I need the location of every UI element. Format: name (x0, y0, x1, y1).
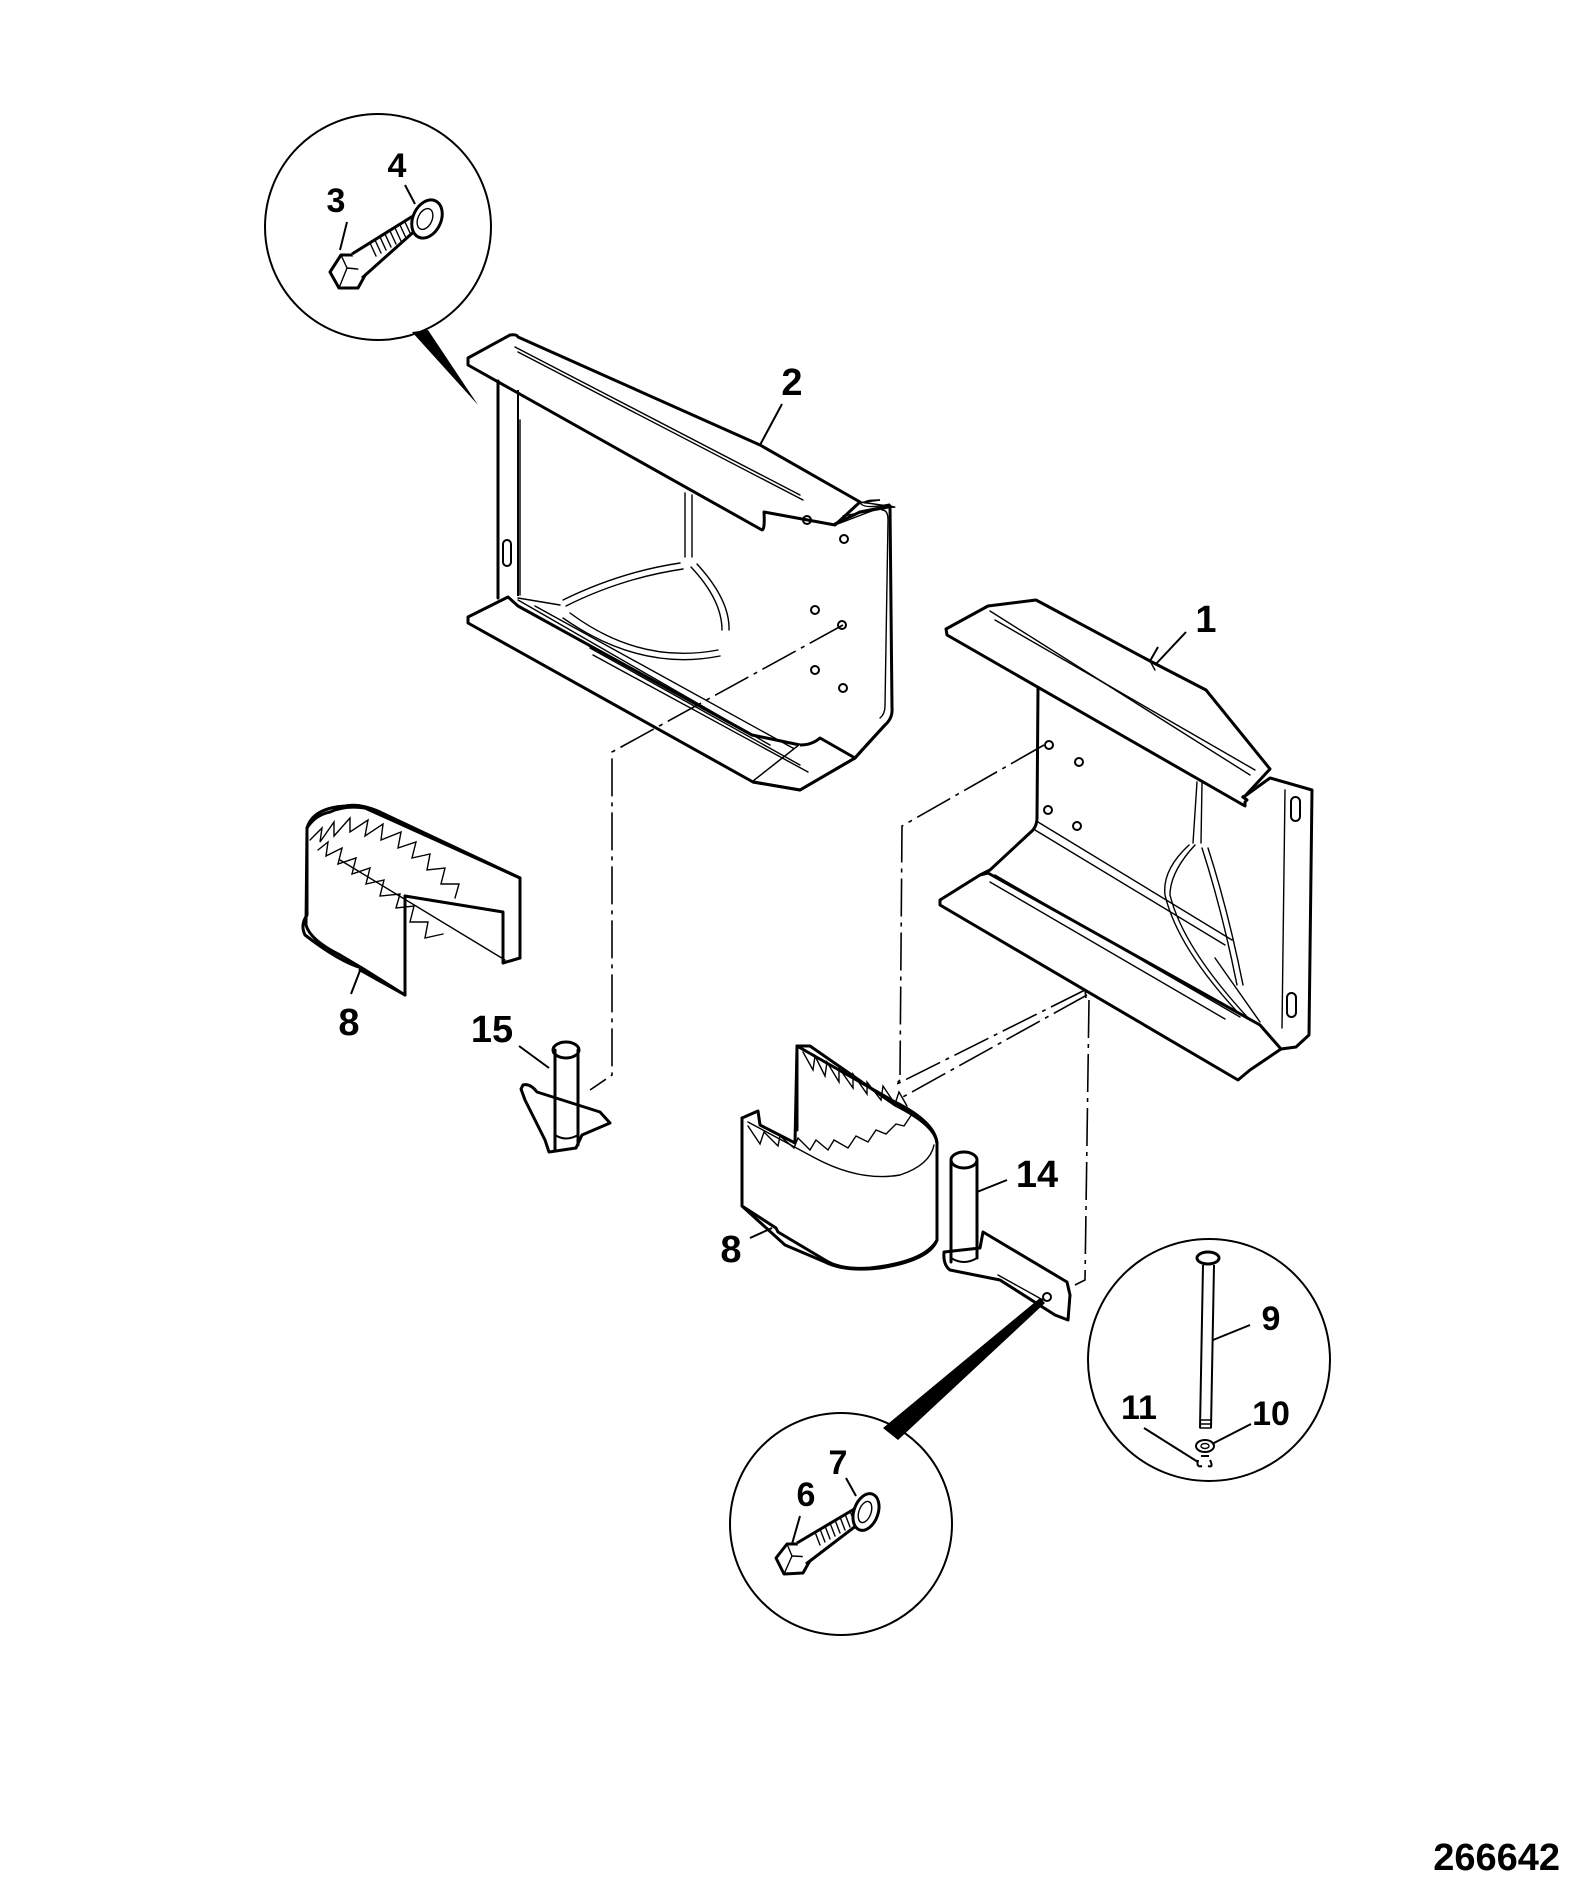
detail-circle-bolt-6-7: 6 7 (729, 1298, 1045, 1636)
detail-circle-bolt-3-4: 3 4 (264, 113, 492, 405)
callout-15: 15 (471, 1009, 513, 1051)
part-8-right-toothed-cover (740, 1044, 939, 1271)
washer-4-icon (410, 198, 444, 240)
drawing-reference-number: 266642 (1433, 1837, 1560, 1879)
callout-7: 7 (829, 1444, 848, 1482)
callout-8-left: 8 (338, 1002, 359, 1044)
callout-3: 3 (327, 182, 346, 220)
callout-2: 2 (781, 362, 802, 404)
bolt-6-icon (774, 1506, 863, 1576)
callout-4: 4 (388, 147, 407, 185)
part-15-pivot-pin (519, 1040, 612, 1154)
callout-14: 14 (1016, 1154, 1058, 1196)
detail-circle-pin-9-10-11: 9 10 11 (1087, 1238, 1331, 1482)
part-2-left-bracket: 2 (466, 333, 896, 792)
washer-10-icon (1195, 1439, 1215, 1453)
part-8-left-toothed-cover (301, 803, 522, 997)
callout-9: 9 (1262, 1300, 1281, 1338)
clip-11-icon (1196, 1455, 1213, 1468)
alignment-lines (589, 624, 1090, 1286)
detail-pointer-bottom (883, 1298, 1045, 1440)
pin-rod-9-icon (1195, 1250, 1221, 1429)
detail-pointer-top (412, 330, 478, 405)
callout-8-right: 8 (720, 1229, 741, 1271)
callout-11: 11 (1121, 1389, 1157, 1427)
callout-6: 6 (797, 1476, 816, 1514)
part-14-pivot-pin (942, 1150, 1072, 1322)
bolt-3-icon (328, 214, 420, 290)
callout-10: 10 (1252, 1395, 1290, 1433)
callout-1: 1 (1195, 599, 1216, 641)
washer-7-icon (851, 1492, 881, 1532)
part-1-right-bracket: 1 (938, 598, 1314, 1082)
